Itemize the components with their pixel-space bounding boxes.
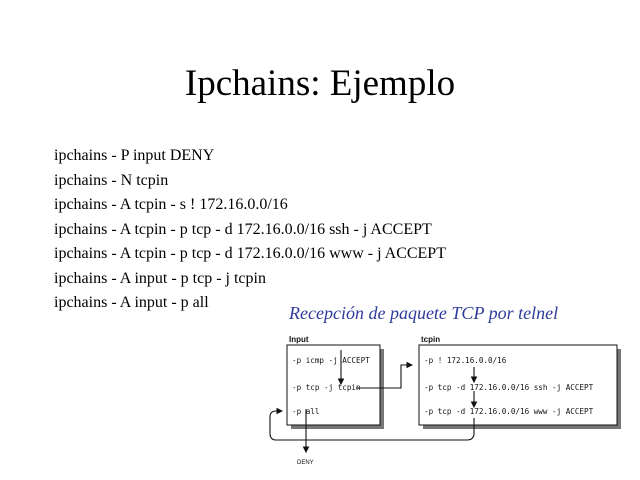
tcpin-rule: -p tcp -d 172.16.0.0/16 ssh -j ACCEPT — [424, 383, 594, 392]
input-rule: -p tcp -j tcpin — [292, 383, 361, 392]
tcpin-chain-header: tcpin — [421, 335, 440, 344]
input-chain-header: Input — [289, 335, 309, 344]
input-rule: -p icmp -j ACCEPT — [292, 356, 370, 365]
command-line: ipchains - A tcpin - p tcp - d 172.16.0.… — [54, 245, 446, 262]
tcpin-rule: -p tcp -d 172.16.0.0/16 www -j ACCEPT — [424, 407, 594, 416]
command-line: ipchains - A input - p all — [54, 294, 209, 311]
page-title: Ipchains: Ejemplo — [184, 63, 456, 104]
command-line: ipchains - A tcpin - p tcp - d 172.16.0.… — [54, 220, 432, 238]
command-list: ipchains - P input DENY ipchains - N tcp… — [54, 144, 446, 316]
flow-arrows — [269, 350, 478, 454]
command-line: ipchains - A tcpin - s ! 172.16.0.0/16 — [54, 196, 288, 213]
command-line: ipchains - A input - p tcp - j tcpin — [54, 269, 266, 287]
input-chain-box — [286, 344, 381, 426]
tcpin-rule: -p ! 172.16.0.0/16 — [424, 356, 507, 365]
tcpin-chain-box — [418, 344, 618, 426]
command-line: ipchains - P input DENY — [54, 147, 215, 164]
deny-policy-label: DENY — [297, 460, 314, 466]
figure-caption: Recepción de paquete TCP por telnel — [289, 303, 559, 323]
command-line: ipchains - N tcpin — [54, 171, 169, 189]
